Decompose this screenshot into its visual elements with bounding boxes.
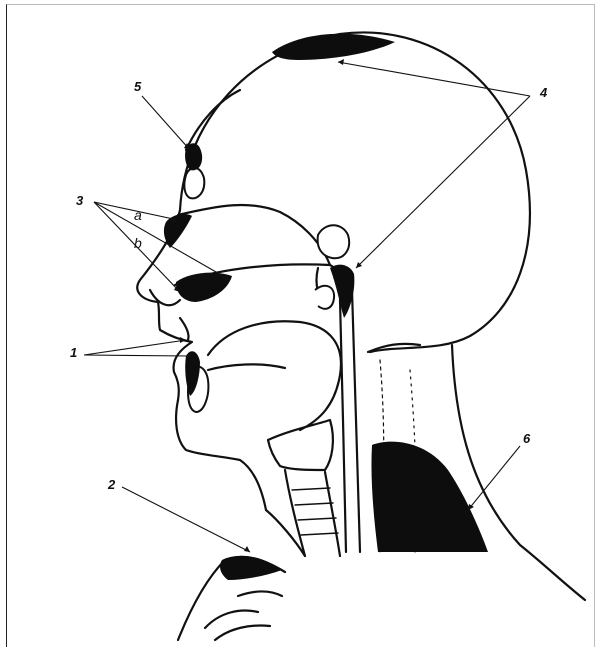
sphenoid-sinus-shape — [318, 225, 350, 258]
tongue-outline — [208, 321, 341, 430]
region-2-lower — [220, 556, 282, 580]
frontal-bone — [186, 90, 240, 150]
pharynx-front — [340, 300, 346, 552]
nasal-roof — [178, 205, 330, 265]
face-profile — [137, 210, 266, 510]
head-outline — [180, 32, 530, 352]
label-1: 1 — [70, 346, 77, 359]
ear-bone — [315, 286, 334, 309]
region-3a — [164, 214, 192, 248]
oral-cavity-line — [208, 364, 285, 370]
label-a: a — [134, 208, 142, 222]
larynx — [268, 420, 333, 470]
label-4: 4 — [540, 86, 547, 99]
trachea-back — [325, 472, 340, 556]
label-2: 2 — [108, 478, 115, 491]
region-4-top — [272, 34, 395, 60]
label-3: 3 — [76, 194, 83, 207]
pharynx-back — [352, 290, 360, 552]
label-6: 6 — [523, 432, 530, 445]
label-b: b — [134, 236, 142, 250]
frontal-sinus-shape — [184, 168, 204, 198]
neck-back-outline — [452, 345, 585, 600]
region-3b — [176, 273, 232, 302]
label-5: 5 — [134, 80, 141, 93]
